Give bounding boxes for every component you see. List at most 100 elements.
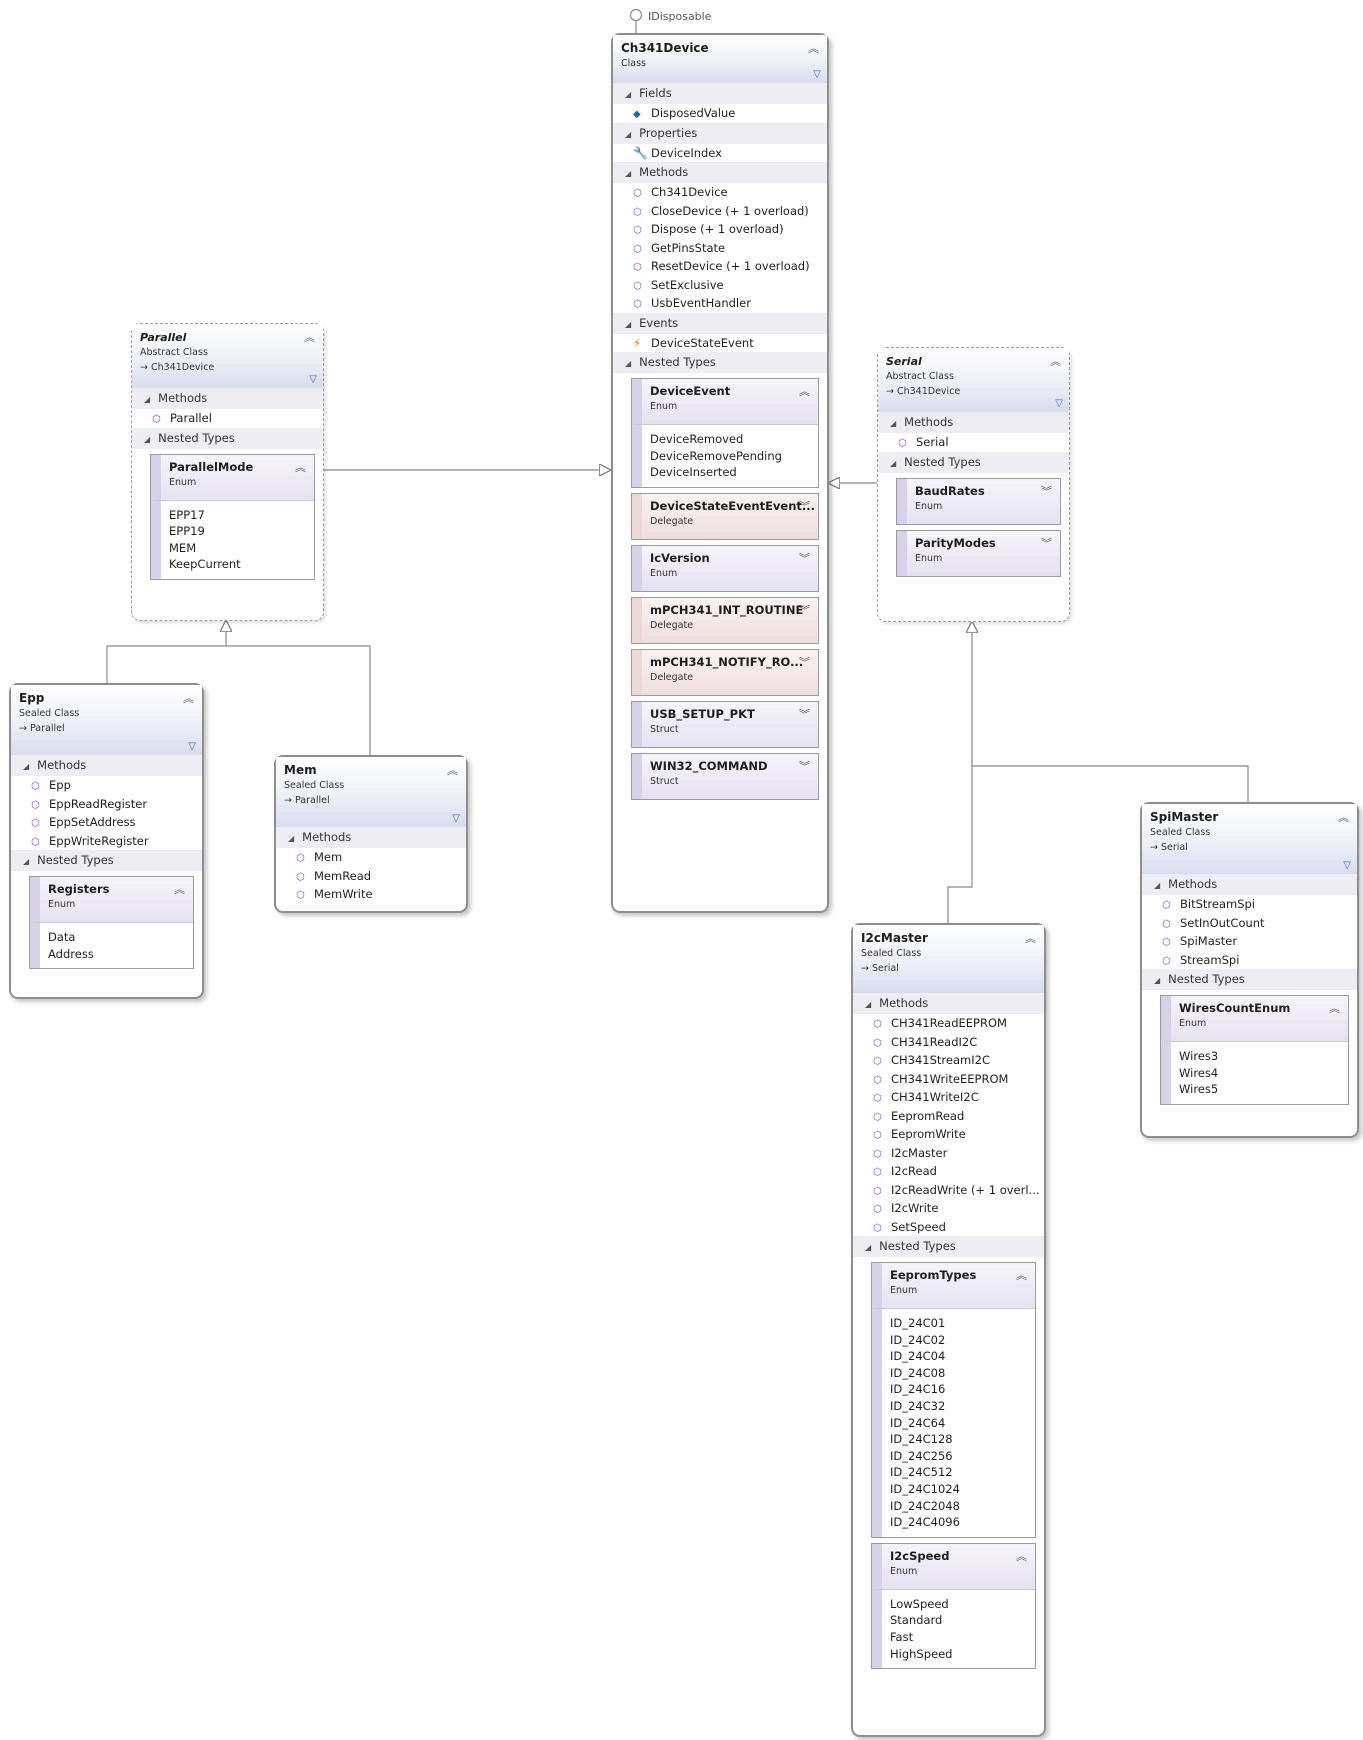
compartment-nested-types[interactable]: ◢Nested Types xyxy=(613,352,827,373)
method-member[interactable]: ⬡SetExclusive xyxy=(613,276,827,295)
method-member[interactable]: ⬡CloseDevice (+ 1 overload) xyxy=(613,202,827,221)
nested-type-header[interactable]: DeviceStateEventEvent...Delegate︾ xyxy=(632,493,818,539)
collapse-triangle-icon[interactable]: ◢ xyxy=(23,762,30,771)
method-member[interactable]: ⬡EppSetAddress xyxy=(11,813,202,832)
collapse-triangle-icon[interactable]: ◢ xyxy=(890,458,897,468)
enum-value[interactable]: EPP19 xyxy=(169,524,205,539)
method-member[interactable]: ⬡I2cReadWrite (+ 1 overl... xyxy=(853,1181,1044,1200)
collapse-triangle-icon[interactable]: ◢ xyxy=(625,90,632,99)
shape-header[interactable]: Epp Sealed Class → Parallel ︽ ▽ xyxy=(11,685,202,755)
collapse-triangle-icon[interactable]: ◢ xyxy=(625,319,632,329)
enum-value[interactable]: ID_24C128 xyxy=(890,1432,953,1447)
compartment-methods[interactable]: ◢Methods xyxy=(11,755,202,776)
enum-value[interactable]: HighSpeed xyxy=(890,1646,953,1661)
collapse-triangle-icon[interactable]: ◢ xyxy=(865,1243,872,1252)
enum-value[interactable]: ID_24C32 xyxy=(890,1398,946,1413)
collapse-triangle-icon[interactable]: ◢ xyxy=(625,169,632,178)
enum-value[interactable]: ID_24C08 xyxy=(890,1365,946,1380)
compartment-methods[interactable]: ◢Methods xyxy=(878,412,1069,433)
compartment-methods[interactable]: ◢Methods xyxy=(132,388,323,409)
method-member[interactable]: ⬡I2cRead xyxy=(853,1162,1044,1181)
collapse-triangle-icon[interactable]: ◢ xyxy=(890,419,897,428)
compartment-nested-types[interactable]: ◢Nested Types xyxy=(853,1236,1044,1257)
enum-value[interactable]: DeviceInserted xyxy=(650,465,737,480)
double-chevron-down-icon[interactable]: ︾ xyxy=(799,707,810,721)
enum-value[interactable]: EPP17 xyxy=(169,507,205,522)
compartment-methods[interactable]: ◢Methods xyxy=(1142,874,1357,895)
shape-header[interactable]: Mem Sealed Class → Parallel ︽ ▽ xyxy=(276,757,466,827)
double-chevron-down-icon[interactable]: ︾ xyxy=(1041,484,1052,498)
double-chevron-up-icon[interactable]: ︽ xyxy=(295,460,306,474)
compartment-nested-types[interactable]: ◢Nested Types xyxy=(1142,969,1357,990)
method-member[interactable]: ⬡EppReadRegister xyxy=(11,795,202,814)
double-chevron-up-icon[interactable]: ︽ xyxy=(808,42,819,55)
double-chevron-down-icon[interactable]: ︾ xyxy=(799,655,810,669)
enum-value[interactable]: ID_24C64 xyxy=(890,1415,946,1430)
method-member[interactable]: ⬡Epp xyxy=(11,776,202,795)
class-shape-parallel[interactable]: Parallel Abstract Class → Ch341Device ︽ … xyxy=(131,323,324,621)
enum-value[interactable]: Wires4 xyxy=(1179,1065,1219,1080)
collapse-triangle-icon[interactable]: ◢ xyxy=(1154,881,1161,890)
enum-value[interactable]: ID_24C1024 xyxy=(890,1481,960,1496)
method-member[interactable]: ⬡Ch341Device xyxy=(613,183,827,202)
shape-header[interactable]: SpiMaster Sealed Class → Serial ︽ ▽ xyxy=(1142,804,1357,874)
enum-value[interactable]: Standard xyxy=(890,1613,943,1628)
compartment-methods[interactable]: ◢Methods xyxy=(276,827,466,848)
enum-value[interactable]: Address xyxy=(48,946,94,961)
enum-value[interactable]: ID_24C256 xyxy=(890,1448,953,1463)
double-chevron-down-icon[interactable]: ︾ xyxy=(1041,536,1052,550)
shape-header[interactable]: Parallel Abstract Class → Ch341Device ︽ … xyxy=(132,324,323,388)
method-member[interactable]: ⬡SpiMaster xyxy=(1142,932,1357,951)
double-chevron-up-icon[interactable]: ︽ xyxy=(1016,1549,1027,1563)
method-member[interactable]: ⬡I2cWrite xyxy=(853,1199,1044,1218)
compartment-methods[interactable]: ◢Methods xyxy=(613,162,827,183)
method-member[interactable]: ⬡BitStreamSpi xyxy=(1142,895,1357,914)
double-chevron-up-icon[interactable]: ︽ xyxy=(183,692,194,705)
enum-value[interactable]: KeepCurrent xyxy=(169,557,241,572)
enum-value[interactable]: Wires5 xyxy=(1179,1082,1219,1097)
double-chevron-up-icon[interactable]: ︽ xyxy=(799,385,810,398)
collapse-triangle-icon[interactable]: ◢ xyxy=(625,359,632,368)
double-chevron-up-icon[interactable]: ︽ xyxy=(447,764,458,777)
method-member[interactable]: ⬡MemRead xyxy=(276,867,466,886)
compartment-nested-types[interactable]: ◢Nested Types xyxy=(11,850,202,871)
method-member[interactable]: ⬡EepromRead xyxy=(853,1107,1044,1126)
method-member[interactable]: ⬡CH341WriteI2C xyxy=(853,1088,1044,1107)
collapse-triangle-icon[interactable]: ◢ xyxy=(23,857,30,866)
enum-value[interactable]: MEM xyxy=(169,540,197,555)
collapse-triangle-icon[interactable]: ◢ xyxy=(288,834,295,843)
collapse-triangle-icon[interactable]: ◢ xyxy=(865,1000,872,1009)
double-chevron-up-icon[interactable]: ︽ xyxy=(304,331,315,344)
method-member[interactable]: ⬡Parallel xyxy=(132,409,323,428)
double-chevron-up-icon[interactable]: ︽ xyxy=(1338,811,1349,824)
nested-type-header[interactable]: mPCH341_NOTIFY_RO...Delegate︾ xyxy=(632,649,818,695)
double-chevron-down-icon[interactable]: ︾ xyxy=(799,499,810,513)
double-chevron-up-icon[interactable]: ︽ xyxy=(1050,355,1061,368)
method-member[interactable]: ⬡GetPinsState xyxy=(613,239,827,258)
filter-icon[interactable]: ▽ xyxy=(452,813,460,824)
method-member[interactable]: ⬡EepromWrite xyxy=(853,1125,1044,1144)
enum-value[interactable]: Data xyxy=(48,930,76,944)
class-shape-serial[interactable]: Serial Abstract Class → Ch341Device ︽ ▽ … xyxy=(877,347,1070,622)
double-chevron-up-icon[interactable]: ︽ xyxy=(174,883,185,896)
event-member[interactable]: ⚡DeviceStateEvent xyxy=(613,334,827,353)
method-member[interactable]: ⬡Serial xyxy=(878,433,1069,452)
method-member[interactable]: ⬡UsbEventHandler xyxy=(613,294,827,313)
collapse-triangle-icon[interactable]: ◢ xyxy=(625,129,632,139)
